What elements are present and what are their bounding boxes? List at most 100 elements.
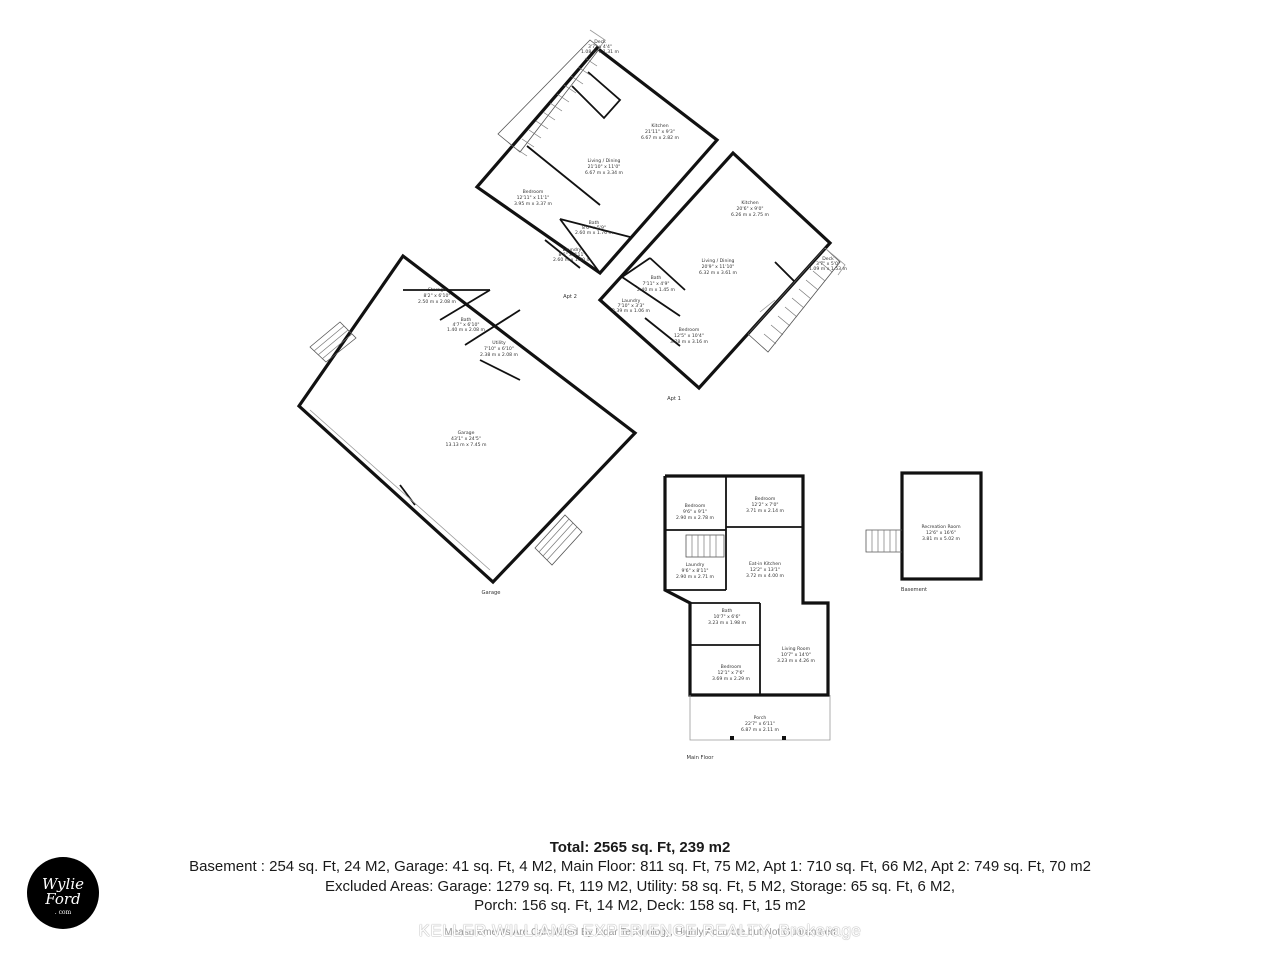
apt-2-stairs [497,39,601,157]
apt-2-bath-dim-m: 2.60 m x 1.76 m [575,230,613,236]
basement-stairs [865,529,902,553]
logo-line-2: Ford [45,890,81,908]
main-bedroom-2-dim-m: 3.71 m x 2.14 m [746,508,784,514]
apt-2-bedroom-name: Bedroom [523,189,544,195]
main-porch-dim-m: 6.87 m x 2.11 m [741,727,779,733]
garage-label: Garage [482,590,501,596]
garage-storage-dim-m: 2.50 m x 2.08 m [418,299,456,305]
main-kitchen-dim-ft: 12'2" x 13'1" [750,567,780,573]
main-laundry-dim-m: 2.90 m x 2.71 m [676,574,714,580]
garage-room-name: Garage [458,430,475,436]
main-bedroom-3-dim-ft: 12'1" x 7'6" [717,670,744,676]
basement-rec-dim-m: 3.81 m x 5.02 m [922,536,960,542]
apt-2-bath-dim-ft: 8'6" x 5'9" [582,225,606,231]
apt-1-deck-dim-ft: 3'7" x 5'0" [816,261,840,267]
apt-1-living-dim-ft: 20'9" x 11'10" [702,264,735,270]
apt-2-bedroom-dim-ft: 12'11" x 11'1" [517,195,550,201]
garage-right-stairs [534,514,583,566]
apt-1-deck-name: Deck [822,256,834,262]
apt-1-deck-dim-m: 1.09 m x 1.53 m [809,266,847,272]
apt-1-laundry-dim-m: 2.39 m x 1.06 m [612,308,650,314]
wylie-ford-logo: Wylie Ford . com [27,857,99,929]
main-bedroom-3-dim-m: 3.69 m x 2.29 m [712,676,750,682]
garage-room-dim-ft: 43'1" x 24'5" [451,436,481,442]
apt-2-laundry-dim-ft: 8'6" x 4'11" [558,252,585,258]
main-bath-dim-ft: 10'7" x 6'6" [713,614,740,620]
main-bedroom-1-name: Bedroom [685,503,706,509]
main-living-dim-ft: 10'7" x 14'0" [781,652,811,658]
apt-2-bedroom-dim-m: 3.95 m x 3.37 m [514,201,552,207]
apt-2-plan: Deck 3'7" x 4'4" 1.08 m x 1.31 m Kitchen… [474,29,720,300]
garage-plan: Storage 8'2" x 6'10" 2.50 m x 2.08 m Bat… [296,253,638,596]
apt-2-laundry-name: Laundry [563,247,582,253]
basement-rec-name: Recreation Room [921,524,961,530]
main-floor-label: Main Floor [687,755,715,761]
garage-utility-dim-ft: 7'10" x 6'10" [484,346,514,352]
apt-1-bedroom-dim-ft: 12'5" x 10'4" [674,333,704,339]
apt-1-kitchen-dim-m: 6.26 m x 2.75 m [731,212,769,218]
garage-bath-name: Bath [461,317,472,323]
apt-1-bedroom-dim-m: 3.78 m x 3.16 m [670,339,708,345]
apt-2-kitchen-name: Kitchen [651,123,668,129]
main-floor-plan: Bedroom 9'6" x 9'1" 2.90 m x 2.78 m Bedr… [663,474,831,761]
main-living-name: Living Room [782,646,811,652]
apt-2-kitchen-dim-m: 6.67 m x 2.82 m [641,135,679,141]
apt-1-kitchen-dim-ft: 20'6" x 9'0" [736,206,763,212]
apt-2-deck-name: Deck [594,39,606,45]
apt-2-label: Apt 2 [563,294,577,300]
main-bedroom-1-dim-ft: 9'6" x 9'1" [683,509,707,515]
main-bedroom-1-dim-m: 2.90 m x 2.78 m [676,515,714,521]
main-kitchen-dim-m: 3.72 m x 4.00 m [746,573,784,579]
apt-2-living-dim-ft: 21'10" x 11'0" [588,164,621,170]
garage-utility-dim-m: 2.38 m x 2.08 m [480,352,518,358]
main-kitchen-name: Eat-in Kitchen [749,561,781,567]
brokerage-watermark: KELLER WILLIAMS EXPERIENCE REALTY, Broke… [418,921,862,940]
area-breakdown-line-3: Porch: 156 sq. Ft, 14 M2, Deck: 158 sq. … [474,897,806,914]
apt-2-bath-name: Bath [589,220,600,226]
apt-1-living-dim-m: 6.32 m x 3.61 m [699,270,737,276]
basement-plan: Recreation Room 12'6" x 16'6" 3.81 m x 5… [865,471,983,593]
main-bedroom-2-dim-ft: 12'2" x 7'0" [751,502,778,508]
apt-1-bath-dim-ft: 7'11" x 4'9" [642,281,669,287]
main-laundry-dim-ft: 9'6" x 8'11" [681,568,708,574]
main-laundry-name: Laundry [686,562,705,568]
apt-2-kitchen-dim-ft: 21'11" x 9'3" [645,129,675,135]
apt-1-bath-name: Bath [651,275,662,281]
measurement-note: Measurements Are Calculated By Lidar Tec… [444,927,836,938]
garage-storage-name: Storage [428,287,446,293]
apt-2-deck-dim-ft: 3'7" x 4'4" [588,44,612,50]
apt-2-deck-dim-m: 1.08 m x 1.31 m [581,49,619,55]
garage-left-stairs [309,321,357,363]
logo-line-3: . com [54,909,72,916]
main-floor-stairs [685,534,725,558]
main-porch-dim-ft: 22'7" x 6'11" [745,721,775,727]
apt-1-living-name: Living / Dining [702,258,735,264]
garage-utility-name: Utility [492,340,506,346]
apt-1-laundry-dim-ft: 7'10" x 3'3" [617,303,644,309]
garage-storage-dim-ft: 8'2" x 6'10" [423,293,450,299]
apt-1-stairs [747,247,841,353]
main-bath-name: Bath [722,608,733,614]
apt-1-laundry-name: Laundry [622,298,641,304]
apt-1-kitchen-name: Kitchen [741,200,758,206]
apt-2-living-dim-m: 6.67 m x 3.34 m [585,170,623,176]
main-bedroom-2-name: Bedroom [755,496,776,502]
apt-1-plan: Kitchen 20'6" x 9'0" 6.26 m x 2.75 m Liv… [597,150,848,402]
basement-label: Basement [901,587,927,593]
main-living-dim-m: 3.23 m x 4.26 m [777,658,815,664]
apt-1-label: Apt 1 [667,396,681,402]
total-area: Total: 2565 sq. Ft, 239 m2 [549,839,731,856]
apt-1-bath-dim-m: 2.40 m x 1.45 m [637,287,675,293]
apt-1-bedroom-name: Bedroom [679,327,700,333]
main-porch-name: Porch [754,715,767,721]
logo-line-1: Wylie [41,875,85,893]
main-bath-dim-m: 3.23 m x 1.98 m [708,620,746,626]
garage-room-dim-m: 13.13 m x 7.45 m [446,442,487,448]
main-bedroom-3-name: Bedroom [721,664,742,670]
floor-plan-drawing: Deck 3'7" x 4'4" 1.08 m x 1.31 m Kitchen… [296,29,983,761]
garage-bath-dim-ft: 4'7" x 6'10" [452,322,479,328]
area-breakdown-line-2: Excluded Areas: Garage: 1279 sq. Ft, 119… [324,877,956,895]
area-breakdown-line-1: Basement : 254 sq. Ft, 24 M2, Garage: 41… [189,858,1091,875]
apt-2-laundry-dim-m: 2.60 m x 1.50 m [553,257,591,263]
apt-2-living-name: Living / Dining [588,158,621,164]
